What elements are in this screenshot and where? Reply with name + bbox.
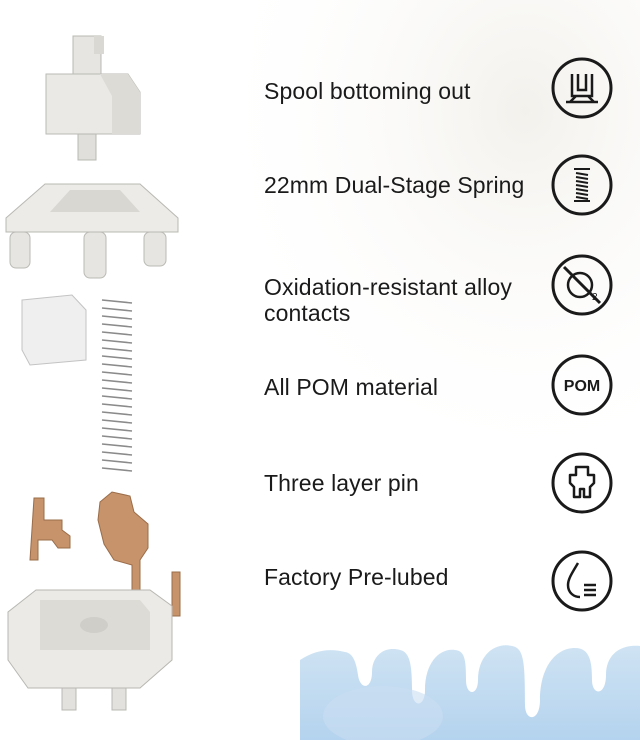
top-housing (5, 183, 179, 279)
spool-icon (550, 56, 614, 120)
svg-text:2: 2 (592, 292, 598, 303)
feature-label-pin: Three layer pin (264, 470, 419, 496)
feature-label-spring: 22mm Dual-Stage Spring (264, 172, 525, 198)
feature-label-spool: Spool bottoming out (264, 78, 471, 104)
bottom-housing (7, 589, 173, 711)
transparent-cover (21, 294, 87, 366)
spring (101, 299, 133, 472)
no-oxidation-icon: 2 (550, 253, 614, 317)
feature-label-lube: Factory Pre-lubed (264, 564, 449, 590)
spring-icon (550, 153, 614, 217)
pom-icon: POM (550, 353, 614, 417)
feature-label-contacts: Oxidation-resistant alloy contacts (264, 274, 512, 326)
feature-label-pom: All POM material (264, 374, 439, 400)
switch-exploded-illustration (5, 35, 181, 711)
switch-stem (45, 35, 141, 161)
pom-icon-text: POM (564, 378, 600, 395)
pin-icon (550, 451, 614, 515)
metal-contacts (29, 491, 181, 617)
lube-drop-icon (550, 549, 614, 613)
